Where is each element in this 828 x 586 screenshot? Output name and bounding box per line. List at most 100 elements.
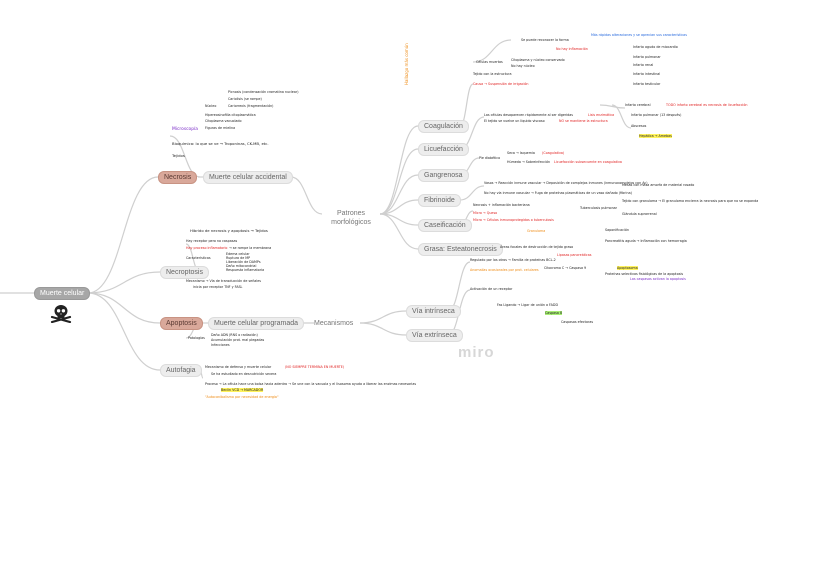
connector-line: [447, 261, 471, 312]
note-apoptosis-prot: Acumulación prot. mal plegadas: [211, 338, 265, 342]
gangrenosa-node[interactable]: Gangrenosa: [418, 169, 469, 182]
note-necrosis-cariolisis: Cariolisis (se rompe): [228, 97, 262, 101]
via-extrinseca-node[interactable]: Vía extrínseca: [406, 329, 463, 342]
skull-icon: [50, 305, 72, 323]
note-necroptosis-respuesta: Respuesta inflamatoria: [226, 268, 265, 272]
note-fib-reaccion: Vasos → Reacción inmune vascular → Depos…: [484, 181, 648, 185]
connector-line: [379, 199, 419, 215]
note-necroptosis-damps: Liberación de DAMPs: [226, 260, 261, 264]
connector-line: [611, 104, 632, 129]
mecanismos-node[interactable]: Mecanismos: [314, 320, 354, 327]
connector-line: [379, 125, 419, 215]
connector-line: [87, 292, 161, 371]
note-ve-caspasa8-text: Caspasa 8: [545, 311, 563, 315]
note-vi-apoptosoma: Apoptosoma: [617, 266, 638, 270]
note-cas-micro: Micro → Células inmunoprotegidas o tuber…: [473, 218, 554, 222]
note-apoptosis-patologias: Patologías: [188, 336, 205, 340]
note-gr-saponificacion: Saponificación: [605, 228, 629, 232]
muerte-programada-node[interactable]: Muerte celular programada: [208, 317, 305, 330]
note-necroptosis-membrana: → se rompe la membrana: [229, 246, 272, 250]
muerte-accidental-node[interactable]: Muerte celular accidental: [203, 171, 293, 184]
note-necroptosis-edema: Edema celular: [226, 252, 250, 256]
apoptosis-node[interactable]: Apoptosis: [160, 317, 203, 330]
note-autofagia-desnutricion: Se ha estudiado en desnutrición severa: [211, 372, 277, 376]
coagulacion-node[interactable]: Coagulación: [418, 120, 469, 133]
licuefaccion-node[interactable]: Licuefacción: [418, 143, 469, 156]
note-licu-celulas: Las células desaparecen rápidamente al s…: [484, 113, 573, 117]
note-coag-no-nucleo: No hay núcleo: [511, 64, 535, 68]
miro-watermark: miro: [458, 344, 495, 361]
note-gan-humeda: Húmeda → Sobreinfección: [507, 160, 551, 164]
root-node[interactable]: Muerte celular: [34, 287, 91, 300]
note-necroptosis-inflamatorio: Hay proceso inflamatorio: [186, 246, 228, 250]
note-necrosis-bioquimica: Bioquímica: lo que se ve → Troponinas, C…: [172, 141, 269, 146]
note-licu-cerebral-red: TODO infarto cerebral es necrosis de lic…: [666, 103, 748, 107]
note-necrosis-microscopia: Microscopía: [172, 127, 198, 132]
fibrinoide-node[interactable]: Fibrinoide: [418, 194, 461, 207]
note-autofagia-canibalismo: "Autocanibalismo por necesidad de energí…: [205, 395, 279, 399]
note-licu-liquido: El tejido se vuelve un líquido viscoso: [484, 119, 545, 123]
note-licu-hepatica: Hepática → Amebas: [639, 134, 672, 138]
note-necroptosis-tnf: inicia por receptor TNF y FASL: [193, 285, 243, 289]
note-licu-lisis: Lisis enzimática: [588, 113, 615, 117]
note-cas-suprarrenal: Glándula suprarrenal: [622, 212, 657, 216]
patrones-node[interactable]: Patrones morfológicos: [331, 210, 371, 226]
note-licu-hepatica-text: Hepática → Amebas: [639, 134, 672, 138]
connector-line: [87, 176, 159, 294]
note-gr-lipasas: Lipasas pancreáticas: [557, 253, 592, 257]
note-gan-licuefaccion: Licuefacción subsecuente en coagulativa: [554, 160, 622, 164]
caseificacion-node[interactable]: Caseificación: [418, 219, 472, 232]
necrosis-node[interactable]: Necrosis: [158, 171, 198, 184]
note-coag-tejido: Tejido con la estructura: [473, 72, 512, 76]
note-coag-forma: Se puede reconocer la forma: [521, 38, 569, 42]
note-gr-areas: Áreas focales de destrucción de tejido g…: [500, 245, 574, 249]
note-cas-necrosis: Necrosis + inflamación bacteriana: [473, 203, 530, 207]
note-coag-blue: Más rápidas alteraciones y se aprecian s…: [591, 33, 687, 37]
autofagia-node[interactable]: Autofagia: [160, 364, 202, 377]
note-necrosis-mielina: Figuras de mielina: [205, 126, 236, 130]
note-cas-tuberculosis: Tuberculosis pulmonar: [580, 206, 618, 210]
note-coag-infarto-renal: Infarto renal: [633, 63, 654, 67]
note-autofagia-defensa: Mecanismo de defensa y muerte celular: [205, 365, 272, 369]
note-necroptosis-hibrido: Hibrido de necrosis y apoptosis → Tejido…: [190, 228, 268, 233]
note-gr-pancreatitis: Pancreatitis aguda → Inflamación con hem…: [605, 239, 687, 243]
note-necrosis-picnosis: Picnosis (condensación cromatina nuclear…: [228, 90, 299, 94]
necroptosis-node[interactable]: Necroptosis: [160, 266, 209, 279]
connector-line: [359, 322, 407, 336]
note-coag-infarto-intestinal: Infarto intestinal: [633, 72, 661, 76]
note-apoptosis-infecciones: Infecciones: [211, 343, 230, 347]
note-necrosis-hipereosinofilia: Hipereosinofilia citoplasmática: [205, 113, 256, 117]
note-autofagia-beclin-text: Beclin VCD → MARCADOR: [221, 388, 264, 392]
note-licu-cerebral: Infarto cerebral: [625, 103, 651, 107]
note-mas-comun: Hallazgo más común: [404, 43, 409, 85]
connector-line: [379, 213, 419, 250]
note-coag-citoplasma: Citoplasma y núcleo conservado: [511, 58, 565, 62]
note-coag-infarto-testicular: Infarto testicular: [633, 82, 661, 86]
note-fib-masa: Mesas con masa amorfa de material rosado: [622, 183, 695, 187]
note-licu-abscesos: Abscesos: [631, 124, 647, 128]
note-vi-apoptosoma-text: Apoptosoma: [617, 266, 638, 270]
note-cas-granuloma: Granuloma: [527, 229, 546, 233]
note-cas-queso: Micro → Queso: [473, 211, 498, 215]
note-fib-fuga: No hay vía inmune vascular → Fuga de pro…: [484, 191, 632, 195]
note-autofagia-no-siempre: (NO SIEMPRE TERMINA EN MUERTE): [285, 365, 345, 369]
note-vi-regulado: Regulado por los otros → Familia de prot…: [470, 258, 556, 262]
note-autofagia-proceso: Proceso → La célula hace una bolsa hacia…: [205, 382, 417, 386]
connector-line: [379, 148, 419, 215]
note-autofagia-beclin: Beclin VCD → MARCADOR: [221, 388, 264, 392]
note-necrosis-nucleo: Núcleo: [205, 104, 217, 108]
connector-line: [87, 271, 161, 294]
note-coag-infarto-pulmonar: Infarto pulmonar: [633, 55, 661, 59]
note-necrosis-cariorrexis: Cariorrexis (fragmentación): [228, 104, 274, 108]
via-intrinseca-node[interactable]: Vía intrínseca: [406, 305, 461, 318]
note-necroptosis-mecanismo: Mecanismo → Vía de transducción de señal…: [186, 279, 261, 283]
connector-line: [459, 185, 485, 201]
note-coag-no-inflamacion: No hay inflamación: [556, 47, 588, 51]
note-necroptosis-caracteristicas: Características: [186, 256, 211, 260]
note-coag-celulas: Células muertas: [476, 60, 503, 64]
note-ve-efectoras: Caspasas efectoras: [561, 320, 594, 324]
note-coag-infarto-miocardio: Infarto agudo de miocardio: [633, 45, 678, 49]
grasa-node[interactable]: Grasa: Esteatonecrosis: [418, 243, 503, 256]
